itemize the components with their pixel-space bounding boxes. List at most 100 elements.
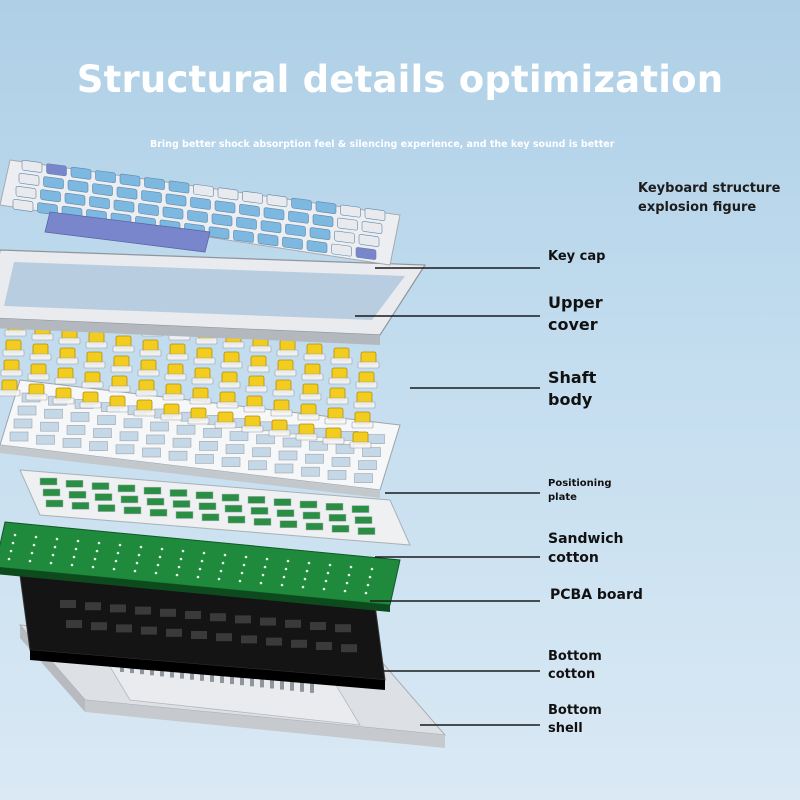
switch-housing [328, 377, 351, 385]
plate-hole [66, 425, 86, 435]
upper-cover-layer [0, 249, 427, 345]
plate-hole [62, 438, 82, 448]
pcb-solder-point [13, 533, 17, 537]
label-positioning-plate-line-1: Positioning [548, 478, 612, 489]
pcb-solder-point [55, 537, 59, 541]
page-subtitle: Bring better shock absorption feel & sil… [150, 139, 615, 150]
pcb-solder-point [198, 567, 202, 571]
sandwich-hole [227, 515, 246, 524]
sandwich-hole [120, 495, 139, 504]
pcb-solder-point [97, 541, 101, 545]
keycap [12, 198, 34, 212]
label-shaft-body-line-1: Shaft [548, 368, 597, 387]
switch-housing [112, 345, 135, 353]
pcb-solder-point [133, 569, 137, 573]
plate-hole [354, 473, 373, 483]
keycap [233, 229, 254, 243]
keycap [18, 172, 40, 186]
pcb-solder-point [91, 565, 95, 569]
figure-title: Keyboard structure explosion figure [638, 179, 780, 217]
plate-hole [327, 470, 347, 480]
switch-housing [164, 373, 187, 381]
cotton-hole [260, 617, 276, 626]
label-upper-cover: Upper cover [548, 292, 603, 336]
label-sandwich-cotton-line-2: cotton [548, 550, 599, 566]
switch-housing [162, 393, 185, 401]
pcb-solder-point [370, 567, 374, 571]
cotton-hole [210, 613, 226, 622]
switch-housing [270, 409, 293, 417]
pcb-solder-point [32, 543, 36, 547]
keycap [358, 234, 380, 247]
keycap [355, 247, 377, 260]
keycap [288, 210, 309, 224]
positioning-plate-layer [0, 379, 401, 498]
keycap [165, 193, 187, 207]
pcba-board-layer [0, 521, 401, 612]
keycap [187, 210, 208, 223]
switch-housing [54, 377, 77, 385]
label-sandwich-cotton-line-1: Sandwich [548, 531, 624, 547]
plate-hole [123, 418, 143, 429]
sandwich-hole [328, 514, 347, 522]
plate-hole [13, 418, 33, 429]
keycap [95, 170, 116, 184]
sandwich-hole [39, 477, 58, 486]
keycap [37, 202, 58, 216]
plate-hole [40, 421, 59, 432]
label-bottom-cotton-line-2: cotton [548, 667, 596, 682]
switch-housing [58, 337, 81, 345]
sandwich-hole [195, 491, 214, 500]
pcb-solder-point [34, 535, 38, 539]
keycap [334, 230, 355, 244]
pcb-solder-point [259, 581, 263, 585]
switch-housing [274, 369, 297, 377]
switch-housing [139, 349, 162, 357]
plate-hole [70, 412, 90, 422]
switch-housing [85, 341, 108, 349]
sandwich-hole [302, 511, 321, 520]
keycap [193, 184, 214, 197]
switch-housing [303, 353, 326, 361]
label-bottom-cotton: Bottom cotton [548, 648, 602, 684]
keycap [190, 197, 211, 210]
keycap [67, 179, 89, 193]
cotton-hole [160, 608, 176, 617]
keycap [46, 163, 67, 177]
plate-hole [176, 424, 196, 435]
plate-hole [203, 428, 222, 438]
switch-housing [189, 397, 212, 405]
sandwich-hole [250, 507, 269, 515]
sandwich-hole [253, 518, 272, 526]
label-positioning-plate-line-2: plate [548, 492, 577, 503]
plate-hole [305, 453, 324, 464]
sandwich-hole [143, 486, 162, 495]
keycap [364, 208, 386, 221]
key-cap-layer [0, 159, 401, 266]
pcb-solder-point [116, 551, 120, 555]
cotton-hole [216, 633, 232, 642]
label-key-cap-line-1: Key cap [548, 249, 606, 264]
cotton-hole [135, 606, 151, 615]
switch-housing [52, 397, 75, 405]
keycap [312, 214, 334, 228]
label-key-cap: Key cap [548, 248, 605, 266]
plate-hole [89, 441, 108, 451]
switch-housing [135, 389, 158, 397]
plate-hole [119, 431, 139, 442]
pcb-solder-point [49, 561, 53, 565]
switch-housing [110, 365, 133, 373]
pcb-solder-point [284, 567, 288, 571]
keycap [239, 203, 260, 217]
leader-lines [355, 267, 540, 726]
label-pcba-board-line-1: PCBA board [550, 587, 643, 603]
plate-hole [248, 460, 267, 471]
cotton-hole [60, 600, 76, 608]
keycap [138, 203, 159, 216]
cotton-hole [235, 615, 251, 624]
switch-housing [249, 345, 272, 353]
plate-hole [93, 428, 112, 438]
pcb-solder-point [156, 563, 160, 567]
pcb-solder-point [139, 545, 143, 549]
plate-hole [168, 450, 188, 461]
